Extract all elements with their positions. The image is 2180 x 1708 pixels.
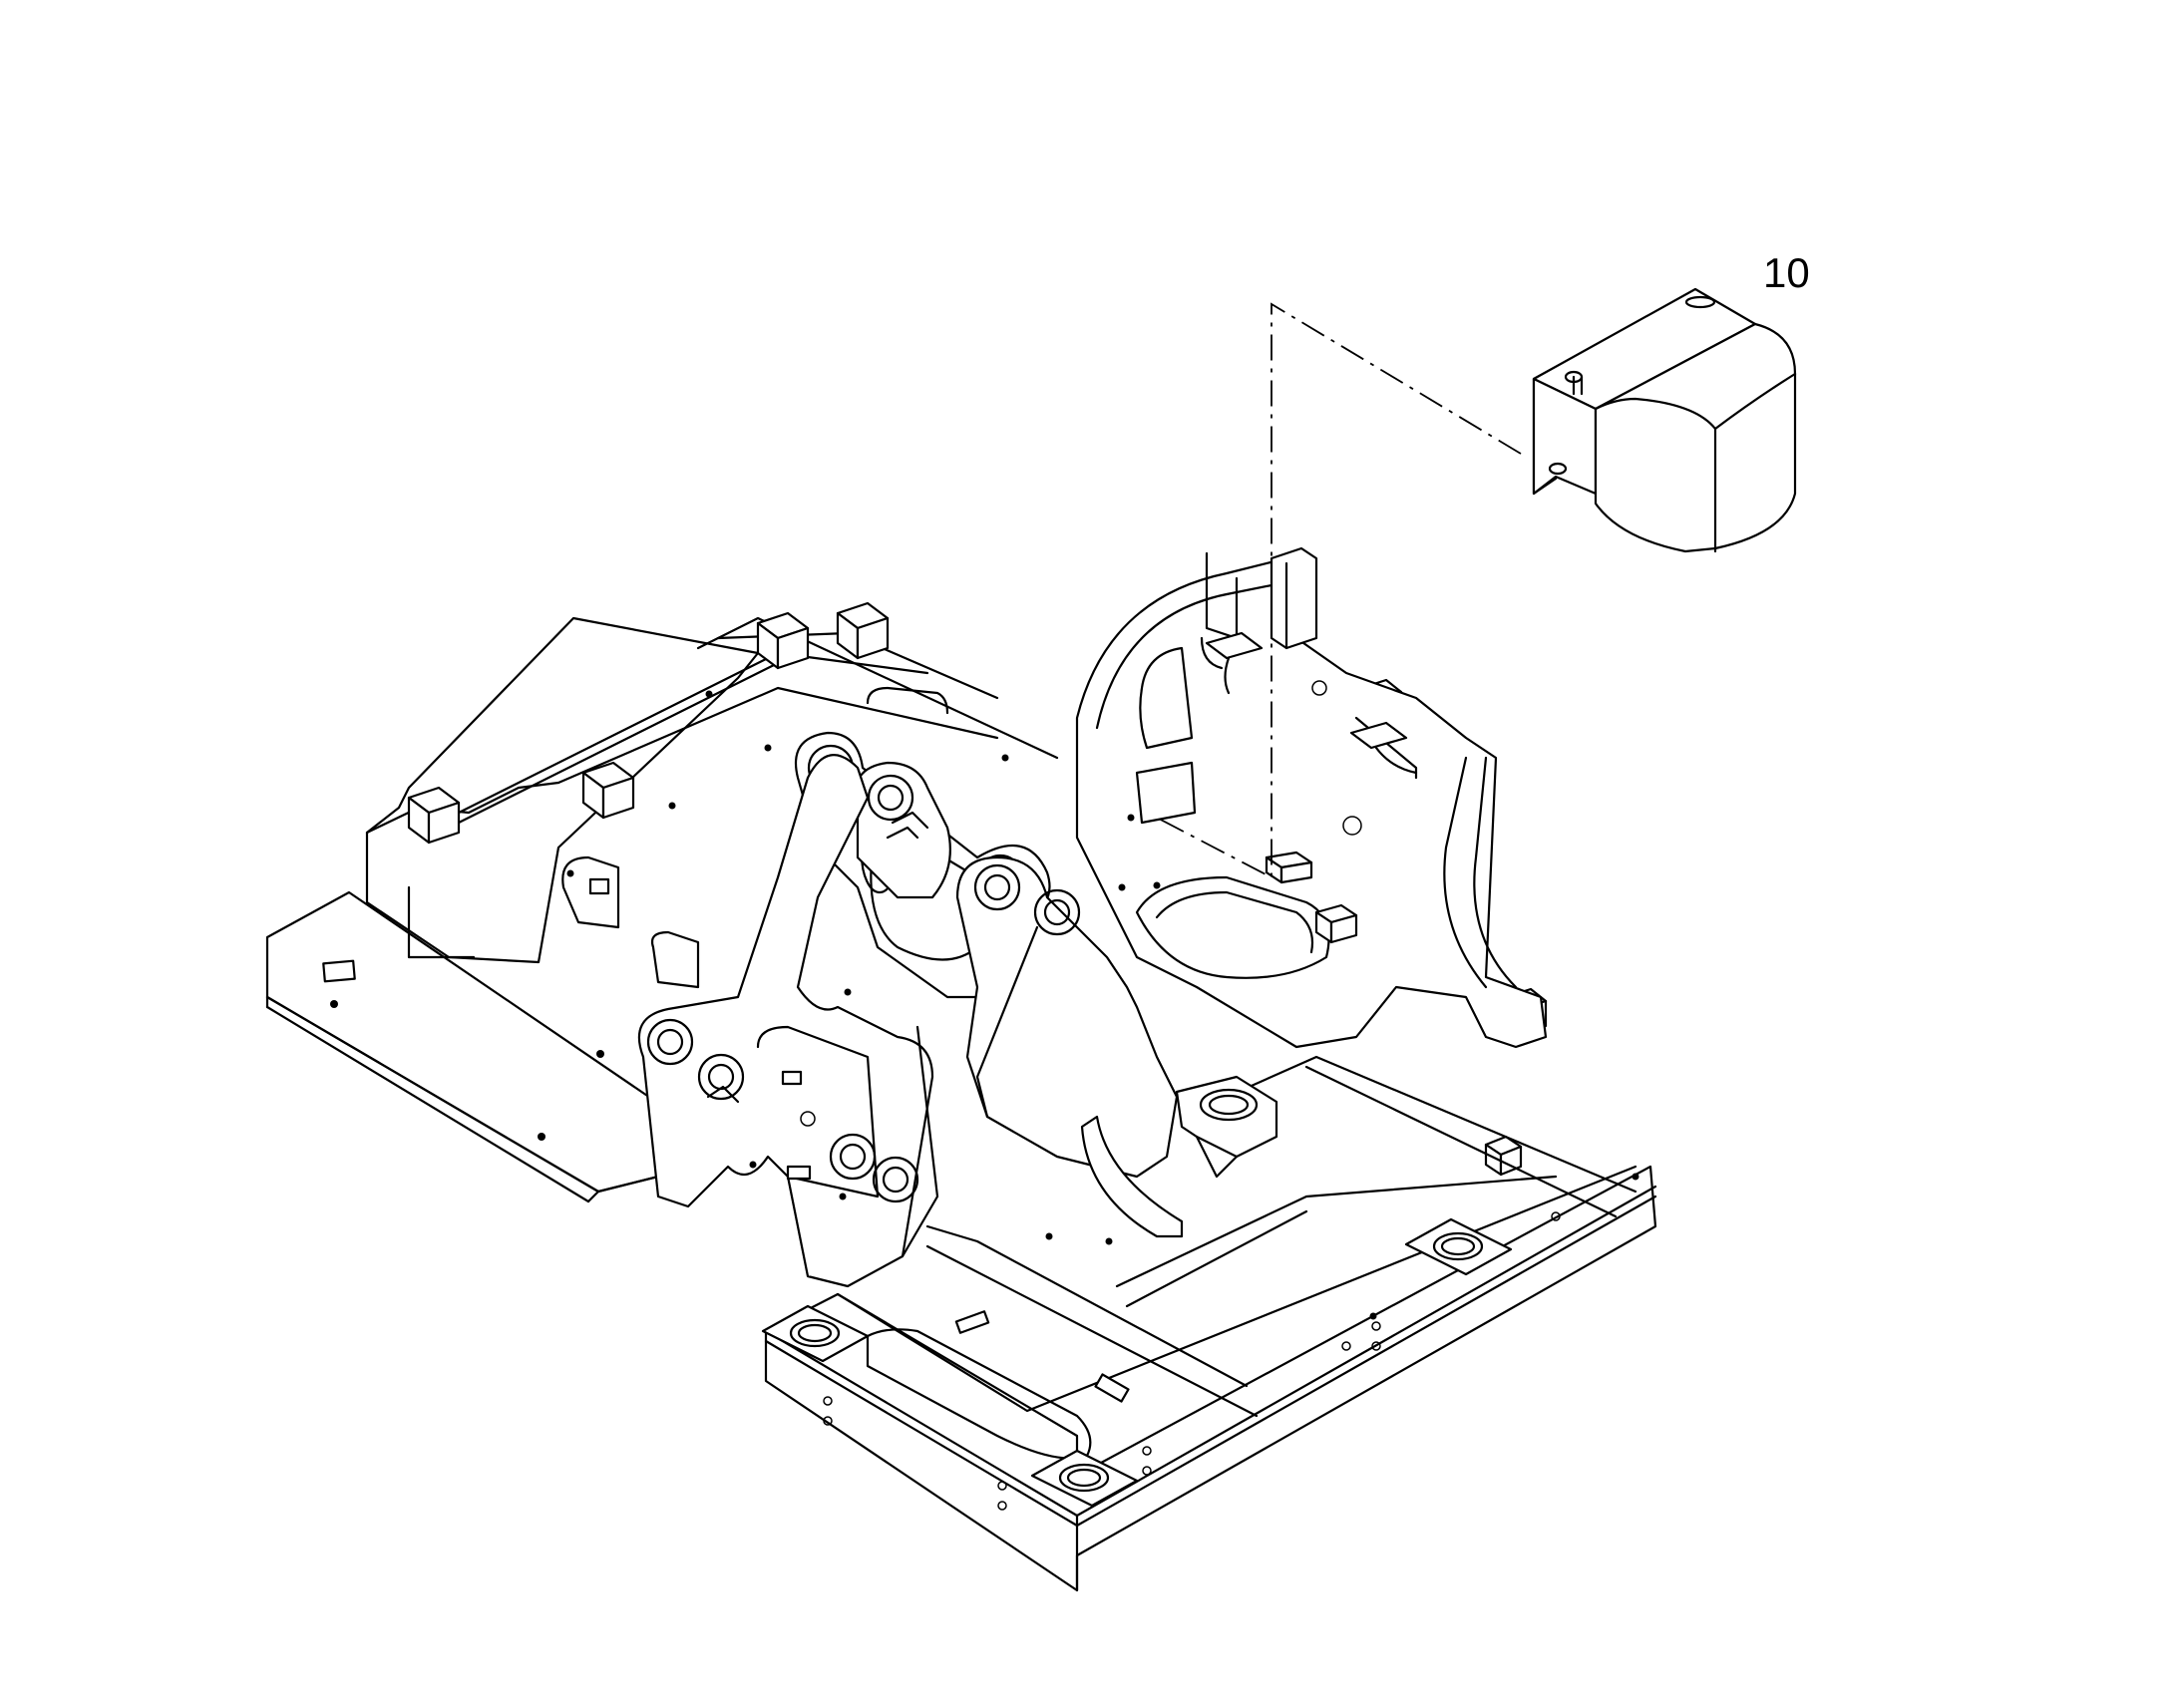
swivel-mount (1175, 1075, 1278, 1179)
boom-swing-bracket (637, 731, 1179, 1288)
bottom-base-frame (761, 1055, 1657, 1592)
rear-tower-frame (1075, 546, 1548, 1049)
assembly-leader-line (1156, 302, 1522, 879)
swivel-mount (1404, 1217, 1513, 1276)
mount-block (1484, 1135, 1523, 1177)
callout-label-10: 10 (1763, 249, 1810, 296)
main-frame-assembly (265, 546, 1657, 1592)
mount-block (581, 761, 635, 820)
left-side-wall (365, 616, 760, 989)
mount-block (407, 786, 461, 845)
mount-block (756, 611, 810, 670)
swivel-mount (1030, 1449, 1139, 1508)
mount-block (836, 601, 890, 660)
part-10-cover (1532, 287, 1797, 553)
swivel-mount (761, 1304, 870, 1363)
left-floor-plate (265, 890, 680, 1203)
